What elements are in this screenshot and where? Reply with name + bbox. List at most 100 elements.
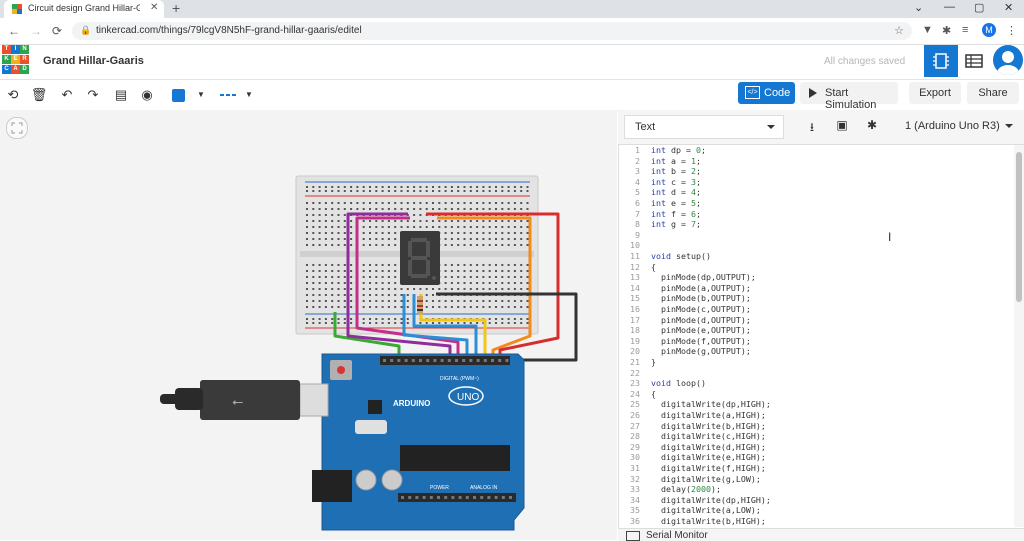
line-number: 19 xyxy=(630,335,640,346)
component-list-button[interactable] xyxy=(962,50,986,72)
browser-tab-bar xyxy=(0,0,1024,18)
line-number: 1 xyxy=(635,145,640,155)
color-dropdown-icon[interactable]: ▼ xyxy=(197,90,205,99)
code-text: digitalWrite(dp,HIGH); xyxy=(651,494,771,505)
redo-icon[interactable]: ↷ xyxy=(87,87,99,102)
bookmark-star-icon[interactable]: ☆ xyxy=(894,25,904,37)
code-button[interactable]: </>Code xyxy=(738,82,795,104)
text-cursor-icon: I xyxy=(888,230,892,244)
arduino-uno-board[interactable]: ARDUINO UNO DIGITAL (PWM~) POWER ANALOG … xyxy=(312,353,525,531)
power-pins-label: POWER xyxy=(430,485,449,491)
code-mode-select[interactable]: Text xyxy=(624,115,784,139)
document-title[interactable]: Grand Hillar-Gaaris xyxy=(43,55,144,67)
line-number: 21 xyxy=(630,357,640,367)
browser-menu-icon[interactable]: ⋮ xyxy=(1006,25,1017,37)
line-number: 5 xyxy=(635,187,640,198)
line-number: 4 xyxy=(635,176,640,187)
arduino-model-text: UNO xyxy=(457,392,479,403)
line-number: 35 xyxy=(630,505,640,516)
upload-library-icon[interactable]: ▣ xyxy=(836,118,848,132)
code-text: digitalWrite(c,HIGH); xyxy=(651,431,766,442)
line-number: 34 xyxy=(630,494,640,505)
color-swatch[interactable] xyxy=(172,89,185,102)
code-text: int d = 4; xyxy=(651,187,701,198)
share-button[interactable]: Share xyxy=(967,82,1019,104)
circuit-canvas[interactable]: ARDUINO UNO DIGITAL (PWM~) POWER ANALOG … xyxy=(0,110,617,540)
new-tab-button[interactable]: + xyxy=(172,0,181,16)
tab-close-icon[interactable]: ✕ xyxy=(150,2,159,13)
code-panel xyxy=(618,110,1024,540)
line-number: 25 xyxy=(630,399,640,410)
resistor[interactable] xyxy=(417,296,423,314)
board-select-value: 1 (Arduino Uno R3) xyxy=(905,120,1000,132)
wire-style-icon[interactable] xyxy=(218,86,238,104)
user-silhouette-icon xyxy=(997,51,1019,75)
circuit-view-button[interactable] xyxy=(924,45,958,77)
fit-view-icon xyxy=(11,122,23,134)
line-number: 36 xyxy=(630,516,640,526)
forward-icon[interactable]: → xyxy=(30,24,42,38)
code-text: int g = 7; xyxy=(651,219,701,230)
close-window-icon[interactable]: ✕ xyxy=(1004,2,1014,14)
wires[interactable] xyxy=(333,212,578,362)
line-number: 31 xyxy=(630,463,640,473)
line-number: 23 xyxy=(630,378,640,389)
minimize-icon[interactable]: — xyxy=(944,1,955,13)
wire-style-dropdown-icon[interactable]: ▼ xyxy=(245,90,253,99)
code-button-label: Code xyxy=(764,87,791,99)
code-text: pinMode(c,OUTPUT); xyxy=(651,304,751,314)
code-text: { xyxy=(651,388,656,399)
line-number: 8 xyxy=(635,219,640,230)
reload-icon[interactable]: ⟳ xyxy=(52,24,63,38)
seven-segment-display[interactable] xyxy=(400,231,440,285)
user-avatar[interactable] xyxy=(993,45,1023,75)
code-text: digitalWrite(a,HIGH); xyxy=(651,410,766,420)
serial-monitor-bar[interactable]: Serial Monitor xyxy=(618,528,1024,541)
notes-icon[interactable]: ▤ xyxy=(114,87,128,102)
code-text: pinMode(b,OUTPUT); xyxy=(651,293,751,304)
fit-view-button[interactable] xyxy=(6,117,28,139)
play-icon xyxy=(809,88,817,98)
code-text: digitalWrite(d,HIGH); xyxy=(651,441,766,452)
code-text: void setup() xyxy=(651,251,711,261)
start-simulation-button[interactable]: Start Simulation xyxy=(800,82,898,111)
line-number: 13 xyxy=(630,272,640,283)
url-field[interactable]: 🔒 tinkercad.com/things/79lcgV8N5hF-grand… xyxy=(72,22,912,40)
share-label: Share xyxy=(978,87,1008,99)
serial-monitor-label: Serial Monitor xyxy=(646,530,708,541)
usb-cable[interactable]: ⭠ xyxy=(160,380,329,420)
visibility-eye-icon[interactable]: ◉ xyxy=(141,87,153,102)
code-scrollbar-thumb[interactable] xyxy=(1016,152,1022,302)
chevron-down-icon xyxy=(767,125,775,129)
lock-icon: 🔒 xyxy=(80,25,92,35)
board-select[interactable]: 1 (Arduino Uno R3) xyxy=(895,115,1019,137)
code-text: digitalWrite(f,HIGH); xyxy=(651,463,766,473)
tab-search-icon[interactable]: ⌄ xyxy=(914,2,924,14)
browser-tab[interactable]: Circuit design Grand Hillar-Gaaris | Tin… xyxy=(4,0,164,18)
rotate-icon[interactable]: ⟲ xyxy=(7,87,19,102)
code-text: digitalWrite(b,HIGH); xyxy=(651,420,766,431)
export-button[interactable]: Export xyxy=(909,82,961,104)
maximize-icon[interactable]: ▢ xyxy=(974,2,985,14)
undo-icon[interactable]: ↶ xyxy=(61,87,73,102)
line-number: 16 xyxy=(630,304,640,314)
line-number: 29 xyxy=(630,441,640,452)
debugger-bug-icon[interactable]: ✱ xyxy=(866,118,878,132)
code-text: } xyxy=(651,357,656,367)
extension-puzzle-icon[interactable]: ✱ xyxy=(942,25,952,37)
digital-pins-label: DIGITAL (PWM~) xyxy=(440,376,479,382)
profile-avatar[interactable]: M xyxy=(982,23,996,37)
code-scrollbar[interactable] xyxy=(1014,145,1024,527)
reading-list-icon[interactable]: ≡ xyxy=(962,24,969,36)
code-text: { xyxy=(651,261,656,272)
code-text: digitalWrite(e,HIGH); xyxy=(651,452,766,463)
delete-icon[interactable]: 🗑 xyxy=(30,87,48,102)
extension-shield-icon[interactable]: ▼ xyxy=(922,24,933,36)
download-icon[interactable]: ⭳ xyxy=(809,120,815,134)
line-number: 7 xyxy=(635,208,640,219)
code-mode-value: Text xyxy=(635,121,656,133)
url-text: tinkercad.com/things/79lcgV8N5hF-grand-h… xyxy=(96,25,362,36)
back-icon[interactable]: ← xyxy=(8,24,20,38)
